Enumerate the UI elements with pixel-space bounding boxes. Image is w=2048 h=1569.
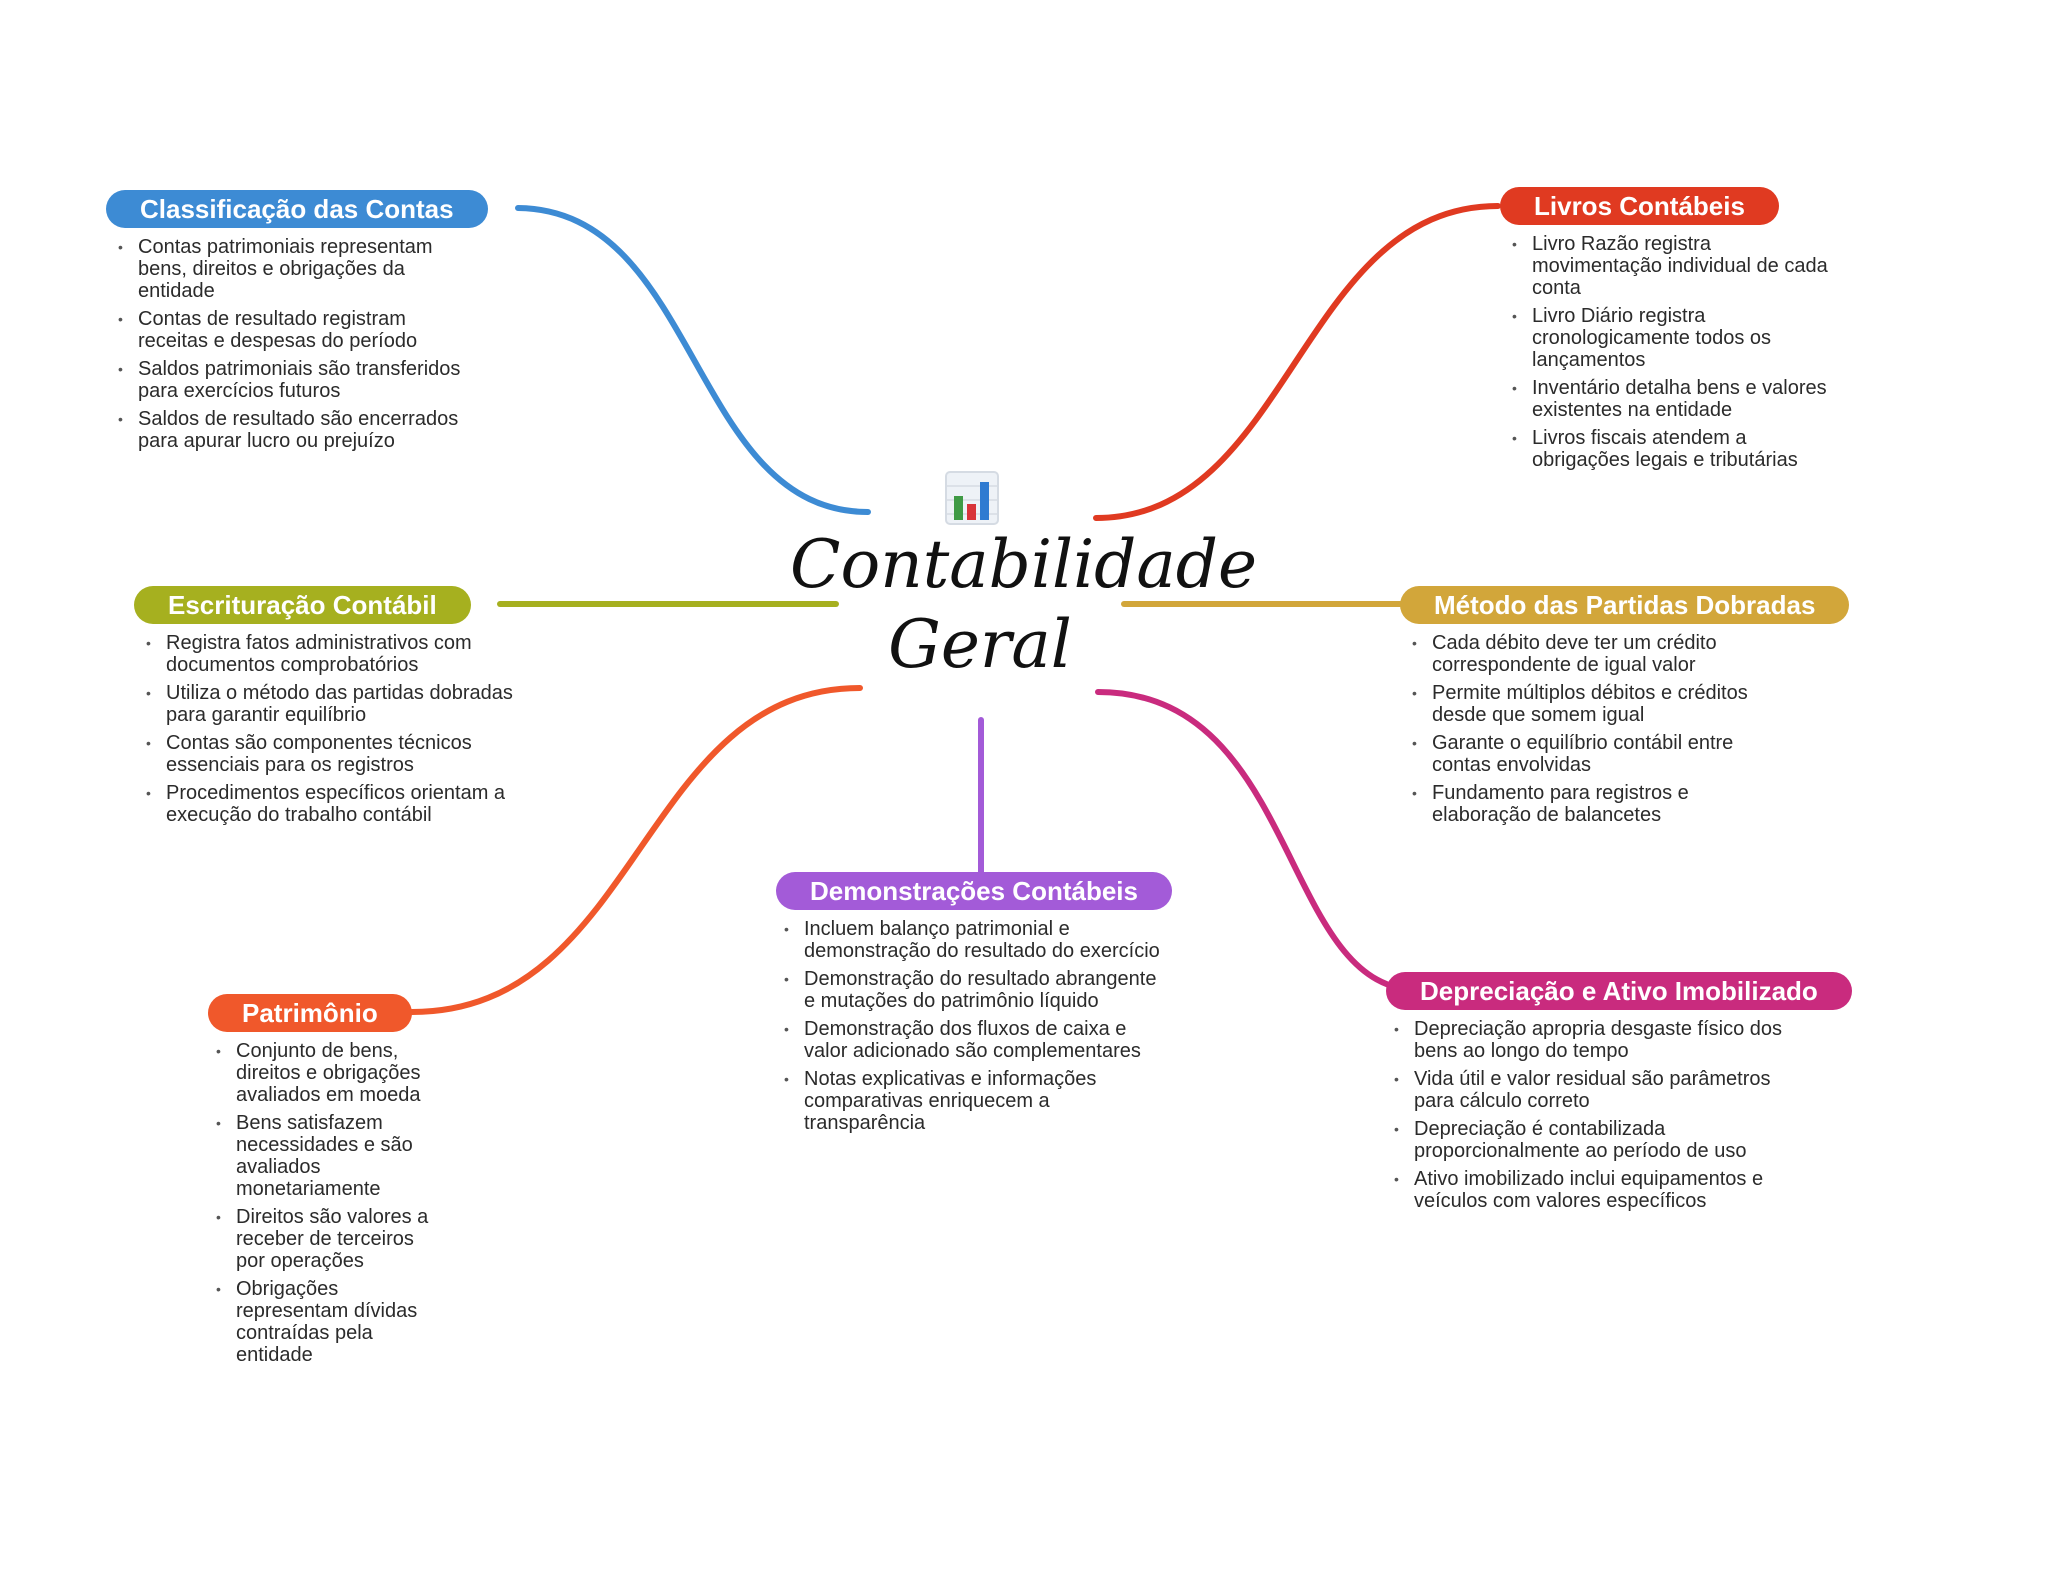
list-item: Demonstração dos fluxos de caixa e valor…: [780, 1018, 1160, 1062]
list-item: Procedimentos específicos orientam a exe…: [142, 782, 532, 826]
list-item: Contas são componentes técnicos essencia…: [142, 732, 532, 776]
connector-livros: [1093, 203, 1501, 521]
list-item: Obrigações representam dívidas contraída…: [212, 1278, 442, 1366]
branch-classificacao: Classificação das Contas Contas patrimon…: [106, 190, 488, 458]
branch-title-classificacao: Classificação das Contas: [106, 190, 488, 228]
list-item: Permite múltiplos débitos e créditos des…: [1408, 682, 1788, 726]
branch-title-escrituracao: Escrituração Contábil: [134, 586, 471, 624]
list-item: Livro Diário registra cronologicamente t…: [1508, 305, 1838, 371]
list-item: Fundamento para registros e elaboração d…: [1408, 782, 1788, 826]
central-title: Contabilidade Geral: [790, 525, 1257, 685]
bullet-list-patrimonio: Conjunto de bens, direitos e obrigações …: [212, 1040, 442, 1366]
bullet-list-depreciacao: Depreciação apropria desgaste físico dos…: [1390, 1018, 1810, 1212]
list-item: Registra fatos administrativos com docum…: [142, 632, 532, 676]
bullet-list-metodo: Cada débito deve ter um crédito correspo…: [1408, 632, 1788, 826]
branch-demonstracoes: Demonstrações Contábeis Incluem balanço …: [776, 872, 1196, 1140]
connector-classificacao: [515, 205, 871, 515]
list-item: Saldos de resultado são encerrados para …: [114, 408, 474, 452]
list-item: Bens satisfazem necessidades e são avali…: [212, 1112, 442, 1200]
branch-title-patrimonio: Patrimônio: [208, 994, 412, 1032]
bar-chart-icon: [945, 471, 999, 525]
connector-patrimonio: [409, 685, 863, 1015]
list-item: Depreciação apropria desgaste físico dos…: [1390, 1018, 1810, 1062]
bullet-list-demonstracoes: Incluem balanço patrimonial e demonstraç…: [780, 918, 1160, 1134]
list-item: Contas patrimoniais representam bens, di…: [114, 236, 474, 302]
list-item: Saldos patrimoniais são transferidos par…: [114, 358, 474, 402]
list-item: Direitos são valores a receber de tercei…: [212, 1206, 442, 1272]
list-item: Cada débito deve ter um crédito correspo…: [1408, 632, 1788, 676]
list-item: Livros fiscais atendem a obrigações lega…: [1508, 427, 1838, 471]
list-item: Vida útil e valor residual são parâmetro…: [1390, 1068, 1810, 1112]
list-item: Notas explicativas e informações compara…: [780, 1068, 1160, 1134]
branch-title-livros: Livros Contábeis: [1500, 187, 1779, 225]
list-item: Demonstração do resultado abrangente e m…: [780, 968, 1160, 1012]
bullet-list-classificacao: Contas patrimoniais representam bens, di…: [114, 236, 474, 452]
branch-title-depreciacao: Depreciação e Ativo Imobilizado: [1386, 972, 1852, 1010]
branch-title-demonstracoes: Demonstrações Contábeis: [776, 872, 1172, 910]
list-item: Ativo imobilizado inclui equipamentos e …: [1390, 1168, 1810, 1212]
list-item: Inventário detalha bens e valores existe…: [1508, 377, 1838, 421]
bullet-list-livros: Livro Razão registra movimentação indivi…: [1508, 233, 1838, 471]
branch-metodo: Método das Partidas Dobradas Cada débito…: [1400, 586, 1890, 832]
branch-escrituracao: Escrituração Contábil Registra fatos adm…: [134, 586, 534, 832]
list-item: Livro Razão registra movimentação indivi…: [1508, 233, 1838, 299]
central-title-line2: Geral: [888, 606, 1072, 683]
branch-patrimonio: Patrimônio Conjunto de bens, direitos e …: [208, 994, 448, 1372]
bullet-list-escrituracao: Registra fatos administrativos com docum…: [142, 632, 532, 826]
list-item: Contas de resultado registram receitas e…: [114, 308, 474, 352]
list-item: Incluem balanço patrimonial e demonstraç…: [780, 918, 1160, 962]
list-item: Conjunto de bens, direitos e obrigações …: [212, 1040, 442, 1106]
branch-title-metodo: Método das Partidas Dobradas: [1400, 586, 1850, 624]
list-item: Garante o equilíbrio contábil entre cont…: [1408, 732, 1788, 776]
branch-depreciacao: Depreciação e Ativo Imobilizado Deprecia…: [1386, 972, 1906, 1218]
list-item: Depreciação é contabilizada proporcional…: [1390, 1118, 1810, 1162]
central-title-line1: Contabilidade: [790, 526, 1258, 603]
list-item: Utiliza o método das partidas dobradas p…: [142, 682, 532, 726]
connector-depreciacao: [1095, 689, 1421, 993]
branch-livros: Livros Contábeis Livro Razão registra mo…: [1500, 187, 1840, 477]
